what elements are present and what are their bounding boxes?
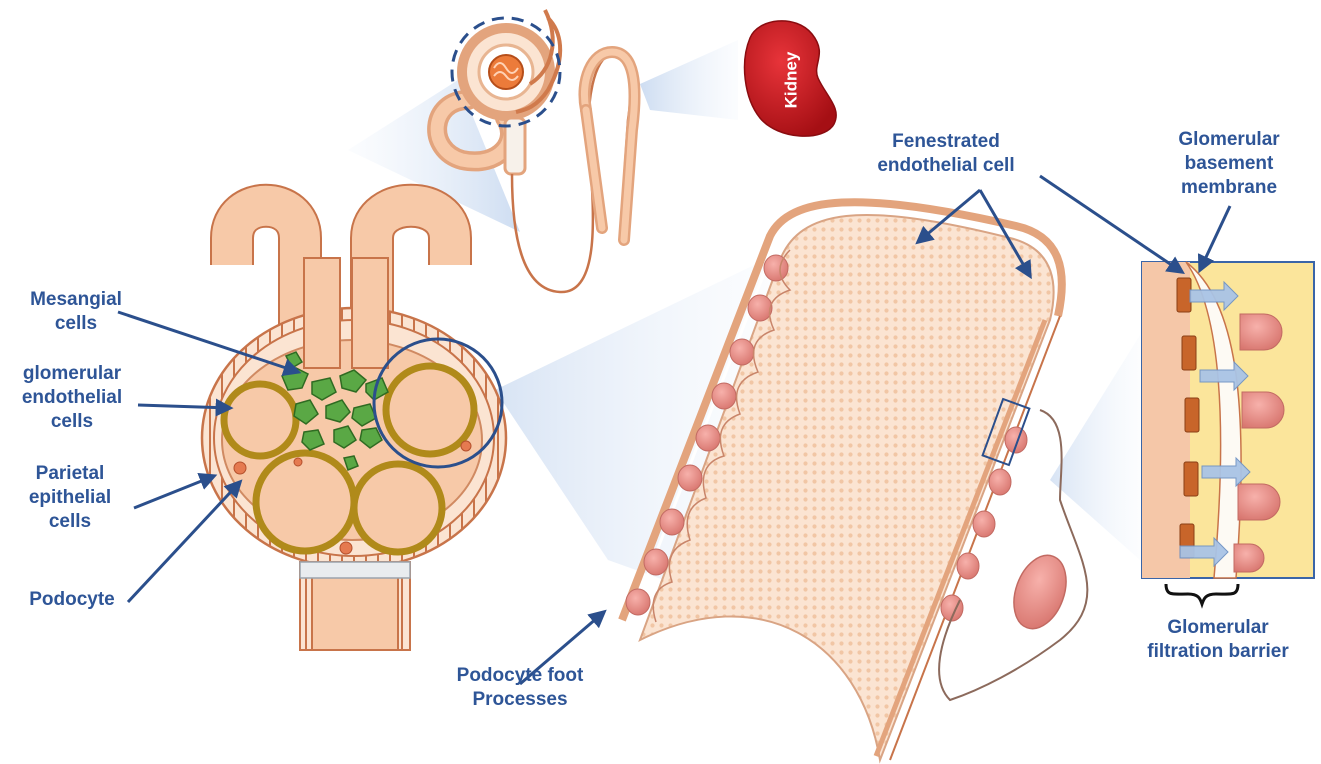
label-line: epithelial — [6, 486, 134, 510]
label-parietal-epithelial-cells: Parietal epithelial cells — [6, 462, 134, 534]
label-line: Podocyte — [14, 588, 130, 612]
label-line: Mesangial — [12, 288, 140, 312]
label-line: Parietal — [6, 462, 134, 486]
label-line: Processes — [436, 688, 604, 712]
label-glomerular-filtration-barrier: Glomerular filtration barrier — [1128, 616, 1308, 664]
label-glomerular-endothelial-cells: glomerular endothelial cells — [6, 362, 138, 434]
podocyte-nucleus — [1004, 548, 1075, 636]
kidney-label: Kidney — [781, 51, 800, 108]
glomerulus-illustration — [202, 206, 506, 650]
label-podocyte-foot-processes: Podocyte foot Processes — [436, 664, 604, 712]
label-mesangial-cells: Mesangial cells — [12, 288, 140, 336]
label-line: cells — [6, 410, 138, 434]
label-line: cells — [6, 510, 134, 534]
label-line: endothelial cell — [868, 154, 1024, 178]
barrier-brace — [1166, 584, 1238, 604]
label-line: basement — [1160, 152, 1298, 176]
label-line: glomerular — [6, 362, 138, 386]
label-fenestrated-endothelial-cell: Fenestrated endothelial cell — [868, 130, 1024, 178]
capillary-cross-section — [622, 202, 1087, 760]
label-line: Podocyte foot — [436, 664, 604, 688]
label-line: Glomerular — [1128, 616, 1308, 640]
label-line: membrane — [1160, 176, 1298, 200]
label-line: cells — [12, 312, 140, 336]
label-line: endothelial — [6, 386, 138, 410]
kidney-icon: Kidney — [745, 21, 837, 136]
zoom-beam-capillary — [1050, 335, 1140, 560]
label-line: filtration barrier — [1128, 640, 1308, 664]
label-line: Glomerular — [1160, 128, 1298, 152]
zoom-beam-kidney — [640, 40, 738, 120]
label-podocyte: Podocyte — [14, 588, 130, 612]
label-line: Fenestrated — [868, 130, 1024, 154]
filtration-barrier-panel — [1142, 262, 1314, 604]
label-glomerular-basement-membrane: Glomerular basement membrane — [1160, 128, 1298, 200]
